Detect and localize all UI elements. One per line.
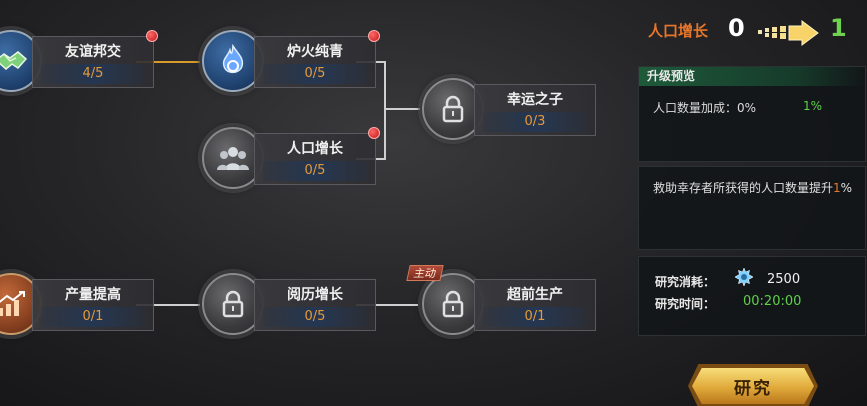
node-level: 0/5 [263,161,367,181]
connector-branch-lucky [384,108,420,110]
node-name: 产量提高 [65,287,121,303]
node-name: 人口增长 [287,141,343,157]
next-level: 1 [830,14,847,42]
node-experience[interactable]: 阅历增长 0/5 [202,273,392,343]
node-level: 4/5 [41,64,145,84]
description-text: 救助幸存者所获得的人口数量提升1% [653,179,863,198]
node-lucky[interactable]: 幸运之子 0/3 [422,78,612,148]
detail-title: 人口增长 [648,22,709,40]
node-level: 0/5 [263,64,367,84]
node-panel: 炉火纯青 0/5 [254,36,376,88]
node-output[interactable]: 产量提高 0/1 [0,273,170,343]
node-name: 阅历增长 [287,287,343,303]
node-name: 幸运之子 [507,92,563,108]
node-panel: 人口增长 0/5 [254,133,376,185]
stat-next-value: 1% [803,99,823,113]
cost-card: 研究消耗： 2500 研究时间： 00:20:00 [638,256,866,336]
detail-panel: 人口增长 0 1 升级预览 人口数量加成：0% 1% 救助幸存者所获得的人口数量… [632,0,867,406]
node-friendship[interactable]: 友谊邦交 4/5 [0,30,170,100]
node-panel: 超前生产 0/1 [474,279,596,331]
node-panel: 友谊邦交 4/5 [32,36,154,88]
node-name: 超前生产 [507,287,563,303]
connector-output-experience [136,304,200,306]
active-skill-tag: 主动 [406,265,444,281]
upgrade-preview-card: 升级预览 人口数量加成：0% 1% [638,66,866,162]
node-level: 0/5 [263,307,367,327]
connector-experience-advance [356,304,418,306]
lock-icon [422,78,484,140]
node-level: 0/3 [483,112,587,132]
node-panel: 阅历增长 0/5 [254,279,376,331]
red-dot-badge [368,127,380,139]
research-button[interactable]: 研究 [692,368,814,404]
arrow-right-icon [758,20,819,46]
node-name: 炉火纯青 [287,44,343,60]
time-label: 研究时间： [655,297,716,311]
description-value: 1 [833,181,841,195]
node-name: 友谊邦交 [65,44,121,60]
flame-icon [202,30,264,92]
connector-friendship-hearth [136,61,200,63]
people-icon [202,127,264,189]
description-suffix: % [840,181,853,195]
current-level: 0 [728,14,745,42]
time-value: 00:20:00 [743,294,802,309]
red-dot-badge [146,30,158,42]
gear-gem-icon [735,268,753,286]
description-main: 救助幸存者所获得的人口数量提升 [653,181,834,195]
node-hearth[interactable]: 炉火纯青 0/5 [202,30,392,100]
node-population[interactable]: 人口增长 0/5 [202,127,392,197]
cost-label: 研究消耗： [655,275,716,289]
node-panel: 产量提高 0/1 [32,279,154,331]
red-dot-badge [368,30,380,42]
node-level: 0/1 [41,307,145,327]
cost-value: 2500 [767,272,801,287]
node-advance[interactable]: 主动 超前生产 0/1 [406,265,612,343]
description-card: 救助幸存者所获得的人口数量提升1% [638,166,866,250]
detail-header: 人口增长 0 1 [632,0,867,64]
stat-label: 人口数量加成：0% [653,101,757,115]
research-tree: 友谊邦交 4/5 炉火纯青 0/5 人口增长 0/5 幸运之子 [0,30,612,343]
node-panel: 幸运之子 0/3 [474,84,596,136]
node-level: 0/1 [483,307,587,327]
upgrade-preview-title: 升级预览 [639,67,865,86]
connector-branch-vertical [384,61,386,160]
